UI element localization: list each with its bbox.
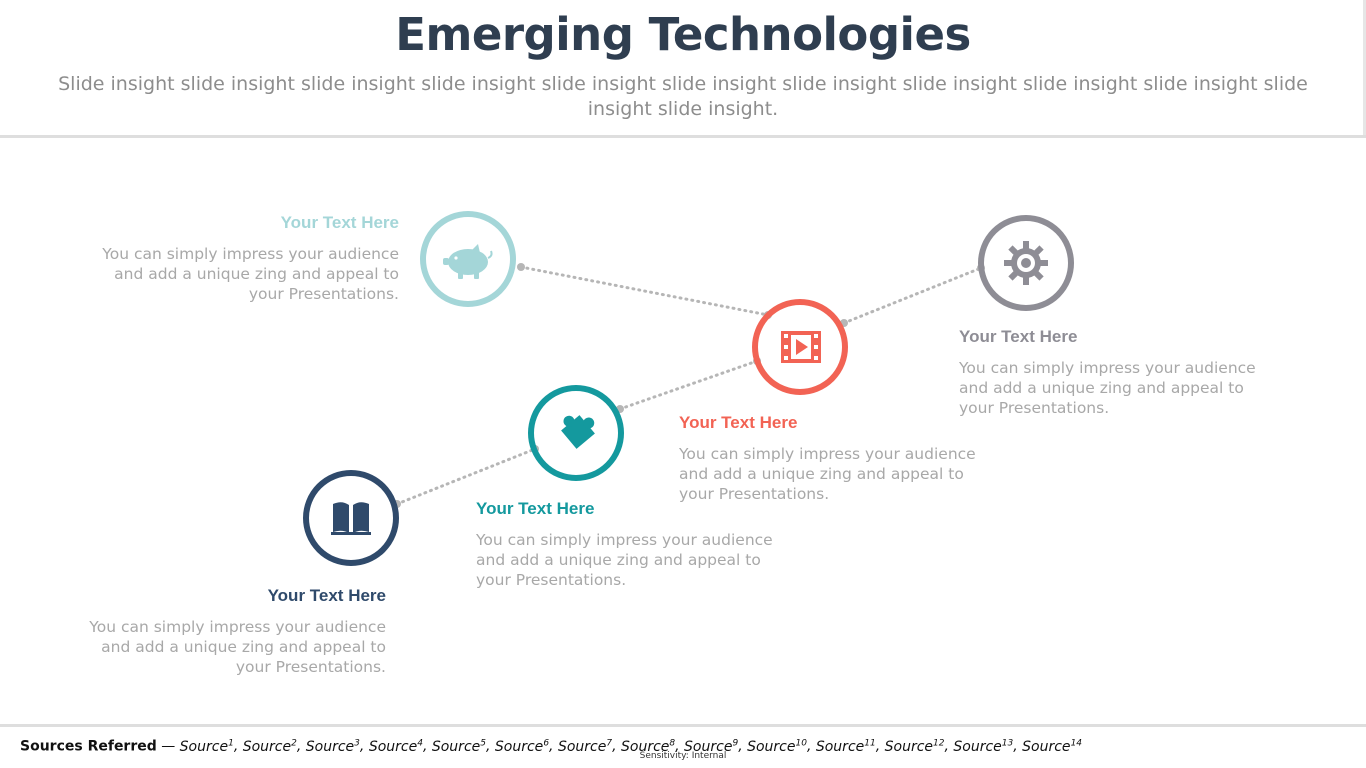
- connector-3-5: [842, 266, 983, 325]
- source-text: Source: [747, 738, 796, 755]
- slide-title: Emerging Technologies: [395, 8, 971, 61]
- sources-label: Sources Referred: [20, 738, 157, 755]
- source-item: Source2: [242, 738, 297, 755]
- step-2-ring: [528, 385, 624, 481]
- source-text: Source: [953, 738, 1002, 755]
- source-item: Source9: [684, 738, 739, 755]
- sensitivity-label: Sensitivity: Internal: [639, 751, 727, 761]
- puzzle-icon: [561, 415, 595, 449]
- book-icon: [331, 502, 371, 535]
- source-number: 8: [669, 738, 676, 748]
- step-4-ring: [420, 211, 516, 307]
- step-2-body: You can simply impress your audience and…: [476, 531, 773, 589]
- slide-subtitle: Slide insight slide insight slide insigh…: [58, 73, 1308, 120]
- header-edge: [1363, 0, 1366, 135]
- source-number: 1: [228, 738, 234, 748]
- source-number: 6: [543, 738, 550, 748]
- step-5-node: [978, 215, 1074, 311]
- step-2-heading: Your Text Here: [476, 499, 595, 518]
- source-number: 13: [1001, 738, 1014, 748]
- source-number: 12: [933, 738, 945, 748]
- step-1-body: You can simply impress your audience and…: [89, 618, 386, 676]
- step-3-node: [752, 299, 848, 395]
- source-text: Source: [305, 738, 355, 755]
- source-number: 14: [1070, 738, 1083, 748]
- footer-divider: [0, 724, 1366, 727]
- source-text: Source: [684, 738, 733, 755]
- source-text: Source: [1022, 738, 1071, 755]
- connector-4-3: [519, 265, 770, 317]
- source-number: 10: [795, 738, 807, 748]
- source-item: Source7: [557, 738, 613, 755]
- source-text: Source: [557, 738, 607, 755]
- source-number: 9: [732, 738, 739, 748]
- step-4-body: You can simply impress your audience and…: [102, 245, 399, 303]
- source-item: Source6: [494, 738, 550, 755]
- step-5-heading: Your Text Here: [959, 327, 1078, 346]
- connectors: [395, 265, 983, 506]
- source-item: Source10: [747, 738, 807, 755]
- connector-2-3: [618, 359, 759, 411]
- source-number: 4: [417, 738, 423, 748]
- source-text: Source: [368, 738, 418, 755]
- source-number: 5: [480, 738, 486, 748]
- source-item: Source8: [621, 738, 676, 755]
- step-3-heading: Your Text Here: [679, 413, 798, 432]
- source-text: Source: [621, 738, 670, 755]
- sources-footer: Sources Referred — Source1, Source2, Sou…: [20, 738, 1082, 755]
- source-number: 11: [864, 738, 876, 748]
- step-5-ring: [978, 215, 1074, 311]
- source-number: 7: [606, 738, 613, 748]
- dot: [517, 263, 525, 271]
- source-text: Source: [494, 738, 544, 755]
- sources-list: Source1, Source2, Source3, Source4, Sour…: [179, 738, 1083, 755]
- source-text: Source: [431, 738, 481, 755]
- step-4-heading: Your Text Here: [280, 213, 399, 232]
- gear-icon: [1004, 241, 1048, 285]
- step-4-node: [420, 211, 516, 307]
- step-2-node: [528, 385, 624, 481]
- sources-separator: —: [156, 738, 180, 755]
- source-text: Source: [242, 738, 292, 755]
- source-item: Source5: [431, 738, 486, 755]
- source-item: Source1: [179, 738, 234, 755]
- step-3-body: You can simply impress your audience and…: [679, 445, 976, 503]
- step-1-heading: Your Text Here: [267, 586, 386, 605]
- source-item: Source13: [953, 738, 1014, 755]
- source-text: Source: [884, 738, 934, 755]
- step-5-body: You can simply impress your audience and…: [959, 359, 1256, 417]
- source-item: Source3: [305, 738, 360, 755]
- video-icon: [781, 331, 821, 363]
- source-item: Source14: [1022, 738, 1083, 755]
- step-1-ring: [303, 470, 399, 566]
- step-3-ring: [752, 299, 848, 395]
- source-item: Source11: [815, 738, 876, 755]
- piggy-bank-icon: [443, 244, 493, 279]
- source-item: Source4: [368, 738, 423, 755]
- connector-1-2: [395, 447, 537, 506]
- source-text: Source: [815, 738, 865, 755]
- source-number: 3: [354, 738, 360, 748]
- header-divider: [0, 135, 1366, 138]
- source-item: Source12: [884, 738, 945, 755]
- step-1-node: [303, 470, 399, 566]
- source-text: Source: [179, 738, 229, 755]
- source-number: 2: [291, 738, 297, 748]
